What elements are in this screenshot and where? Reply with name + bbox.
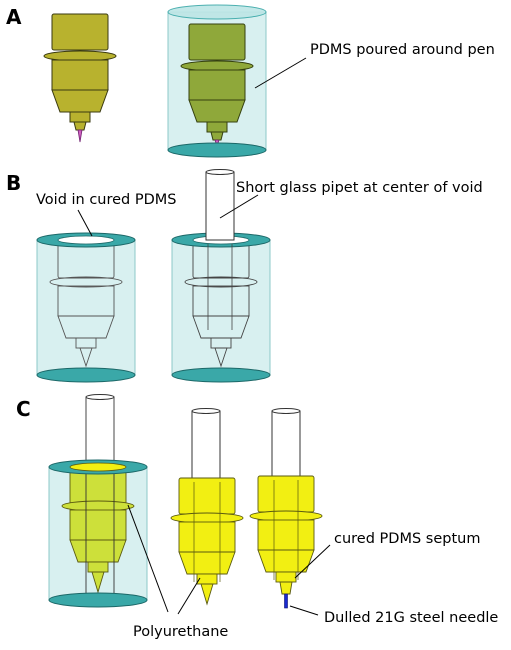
pdms-void-block [36,232,136,383]
pdms-pipet-block [171,169,271,383]
panel-letter-b: B [6,171,21,195]
label-pipet: Short glass pipet at center of void [236,180,483,196]
panel-a: A [6,4,495,158]
leader-line-pipet [219,194,259,219]
pen-c-polyurethane [170,408,244,606]
panel-letter-c: C [16,397,31,421]
glass-pipet [205,171,235,241]
pen-a-plain [43,13,117,143]
label-void: Void in cured PDMS [36,192,177,208]
label-septum: cured PDMS septum [334,531,480,547]
label-needle: Dulled 21G steel needle [324,610,498,626]
leader-line-polyurethane-2 [177,577,201,615]
leader-line-pdms [254,57,307,89]
label-polyurethane: Polyurethane [133,624,228,640]
leader-line-needle [289,605,319,616]
pen-a-in-pdms [167,4,267,158]
pen-c-needle [249,408,323,609]
leader-line-polyurethane-1 [127,504,169,613]
pen-c-in-pdms [48,394,148,608]
steel-needle-icon [284,593,288,609]
panel-letter-a: A [6,5,22,29]
label-pdms-poured: PDMS poured around pen [310,42,495,58]
pen-tip-icon [77,129,83,143]
leader-line-void [77,209,93,237]
leader-line-septum [294,544,331,579]
panel-b: B Void in cured PDMS [6,169,483,383]
panel-c: C [16,394,498,640]
